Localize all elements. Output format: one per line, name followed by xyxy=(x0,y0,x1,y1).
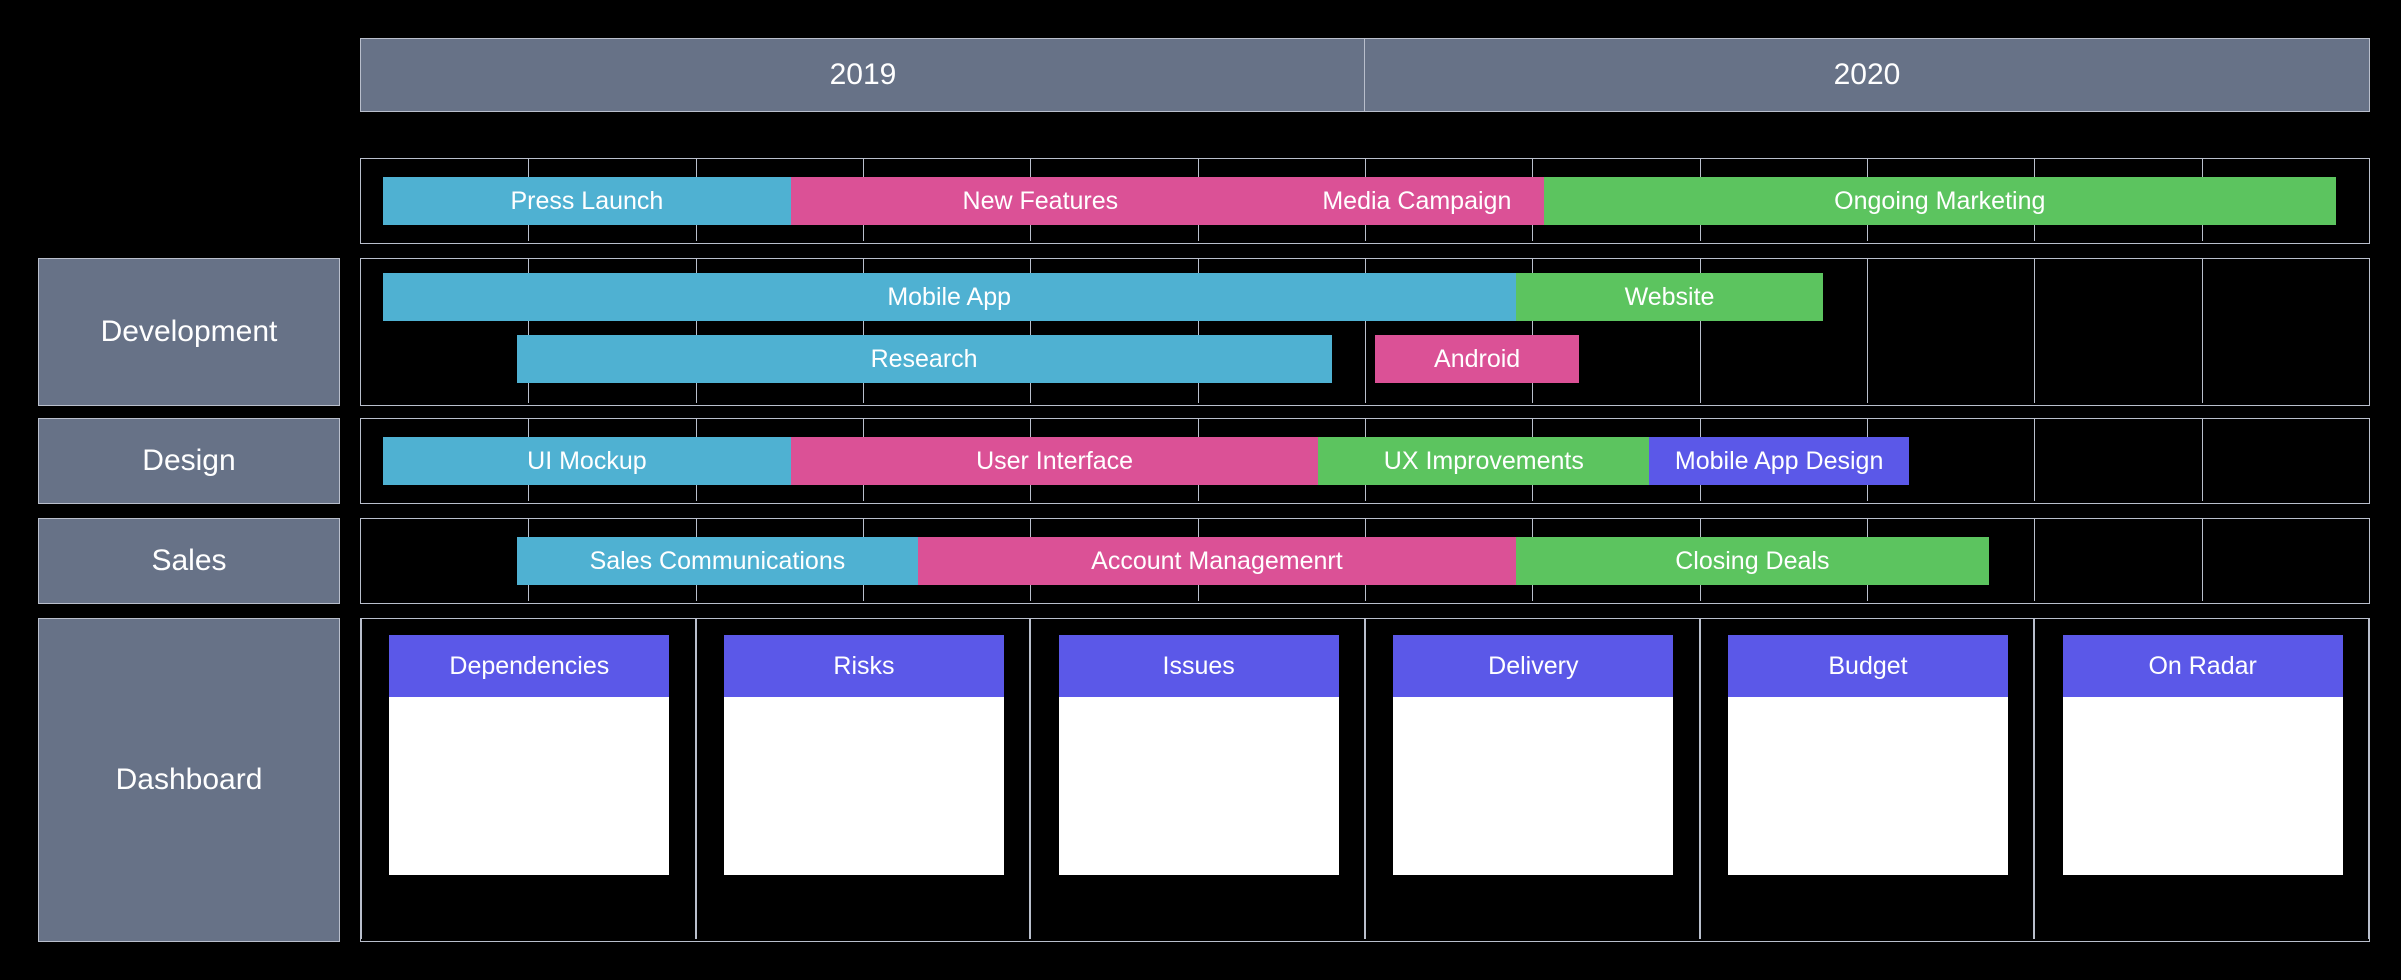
task-bar-media-campaign[interactable]: Media Campaign xyxy=(1289,177,1545,225)
dashboard-card-header: Issues xyxy=(1058,635,1339,697)
row-label-dashboard: Dashboard xyxy=(38,618,340,942)
dashboard-card-body[interactable] xyxy=(1058,697,1339,875)
task-bar-research[interactable]: Research xyxy=(516,335,1332,383)
row-label-design: Design xyxy=(38,418,340,504)
dashboard-card-body[interactable] xyxy=(2062,697,2343,875)
task-bar-ongoing-marketing[interactable]: Ongoing Marketing xyxy=(1544,177,2336,225)
task-bar-mobile-app[interactable]: Mobile App xyxy=(382,273,1516,321)
task-bar-new-features[interactable]: New Features xyxy=(791,177,1290,225)
task-bar-label: Mobile App Design xyxy=(1674,446,1884,475)
lane-marketing: Press Launch New Features Media Campaign On… xyxy=(360,158,2370,244)
year-label: 2019 xyxy=(829,58,897,91)
dashboard-card-header: Budget xyxy=(1727,635,2008,697)
dashboard-card-title: Delivery xyxy=(1488,651,1579,680)
gridline-11 xyxy=(2201,519,2203,601)
task-bar-label: UX Improvements xyxy=(1383,446,1584,475)
task-bar-closing-deals[interactable]: Closing Deals xyxy=(1515,537,1990,585)
gridline-7 xyxy=(1532,259,1534,403)
task-bar-label: New Features xyxy=(962,186,1119,215)
dashboard-cell-3: Delivery xyxy=(1365,619,1700,939)
lane-sales: Sales Communications Account Managemenrt C… xyxy=(360,518,2370,604)
row-label-sales: Sales xyxy=(38,518,340,604)
dashboard-card-on-radar[interactable]: On Radar xyxy=(2062,635,2343,875)
row-label-text: Design xyxy=(142,444,236,477)
task-bar-label: Closing Deals xyxy=(1675,546,1830,575)
gridline-6 xyxy=(1365,259,1366,403)
dashboard-card-issues[interactable]: Issues xyxy=(1058,635,1339,875)
dashboard-card-title: Budget xyxy=(1828,651,1908,680)
task-bar-sales-communications[interactable]: Sales Communications xyxy=(516,537,919,585)
gridline-10 xyxy=(2034,419,2036,501)
row-label-text: Development xyxy=(100,315,278,348)
dashboard-cell-5: On Radar xyxy=(2034,619,2369,939)
task-bar-label: Website xyxy=(1624,282,1715,311)
task-bar-user-interface[interactable]: User Interface xyxy=(791,437,1319,485)
dashboard-card-body[interactable] xyxy=(389,697,670,875)
task-bar-account-managemenrt[interactable]: Account Managemenrt xyxy=(918,537,1516,585)
task-bar-ux-improvements[interactable]: UX Improvements xyxy=(1318,437,1650,485)
gridline-1 xyxy=(528,259,530,403)
gridline-4 xyxy=(1030,259,1032,403)
task-bar-android[interactable]: Android xyxy=(1375,335,1580,383)
task-bar-label: Press Launch xyxy=(510,186,664,215)
task-bar-label: Media Campaign xyxy=(1322,186,1512,215)
task-bar-label: Mobile App xyxy=(887,282,1012,311)
task-bar-label: Account Managemenrt xyxy=(1091,546,1343,575)
gridline-8 xyxy=(1699,259,1701,403)
gridline-9 xyxy=(1867,259,1868,403)
dashboard-card-risks[interactable]: Risks xyxy=(723,635,1004,875)
lane-dashboard: Dependencies Risks Issues Delivery Budget On … xyxy=(360,618,2370,942)
gridline-10 xyxy=(2034,519,2036,601)
task-bar-label: Sales Communications xyxy=(589,546,846,575)
dashboard-card-header: On Radar xyxy=(2062,635,2343,697)
row-label-text: Sales xyxy=(151,544,227,577)
dashboard-card-header: Risks xyxy=(723,635,1004,697)
task-bar-label: Ongoing Marketing xyxy=(1834,186,2046,215)
task-bar-label: UI Mockup xyxy=(527,446,647,475)
gridline-5 xyxy=(1197,259,1199,403)
task-bar-label: Android xyxy=(1434,344,1521,373)
task-bar-label: User Interface xyxy=(976,446,1134,475)
gridline-3 xyxy=(863,259,864,403)
dashboard-card-body[interactable] xyxy=(723,697,1004,875)
dashboard-card-title: Issues xyxy=(1162,651,1235,680)
dashboard-card-body[interactable] xyxy=(1727,697,2008,875)
gridline-2 xyxy=(695,259,697,403)
gridline-11 xyxy=(2201,419,2203,501)
task-bar-press-launch[interactable]: Press Launch xyxy=(382,177,792,225)
year-header-2019: 2019 xyxy=(360,38,1366,112)
dashboard-card-delivery[interactable]: Delivery xyxy=(1393,635,1674,875)
dashboard-card-title: Dependencies xyxy=(449,651,610,680)
row-label-development: Development xyxy=(38,258,340,406)
dashboard-cell-2: Issues xyxy=(1030,619,1365,939)
dashboard-card-title: On Radar xyxy=(2148,651,2257,680)
year-header-2020: 2020 xyxy=(1364,38,2370,112)
lane-design: UI Mockup User Interface UX Improvements Mo… xyxy=(360,418,2370,504)
dashboard-card-body[interactable] xyxy=(1393,697,1674,875)
task-bar-label: Research xyxy=(870,344,978,373)
dashboard-cell-0: Dependencies xyxy=(361,619,696,939)
dashboard-cell-1: Risks xyxy=(695,619,1031,939)
year-label: 2020 xyxy=(1833,58,1901,91)
dashboard-cell-4: Budget xyxy=(1699,619,2035,939)
gridline-10 xyxy=(2034,259,2036,403)
dashboard-card-header: Delivery xyxy=(1393,635,1674,697)
dashboard-card-title: Risks xyxy=(833,651,895,680)
task-bar-website[interactable]: Website xyxy=(1515,273,1824,321)
dashboard-card-header: Dependencies xyxy=(389,635,670,697)
dashboard-card-budget[interactable]: Budget xyxy=(1727,635,2008,875)
dashboard-card-dependencies[interactable]: Dependencies xyxy=(389,635,670,875)
task-bar-mobile-app-design[interactable]: Mobile App Design xyxy=(1649,437,1909,485)
gridline-11 xyxy=(2201,259,2203,403)
task-bar-ui-mockup[interactable]: UI Mockup xyxy=(382,437,792,485)
row-label-text: Dashboard xyxy=(115,763,263,796)
